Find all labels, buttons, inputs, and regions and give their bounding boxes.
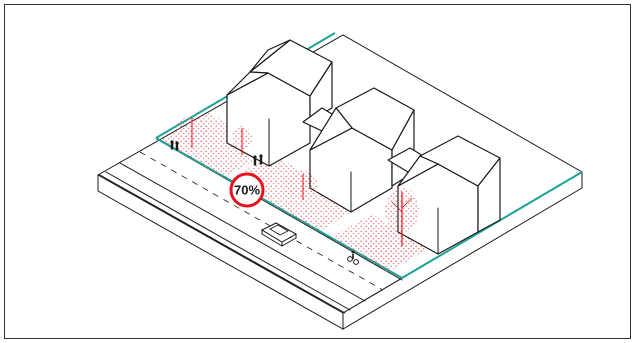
house-icon — [397, 135, 501, 255]
car-icon — [260, 222, 298, 247]
cyclist-icon — [347, 250, 359, 265]
percentage-badge: 70% — [229, 172, 265, 208]
badge-label: 70% — [234, 183, 260, 198]
pedestrian-icon — [170, 140, 179, 151]
tree-icon — [288, 171, 318, 200]
tree-icon — [385, 188, 419, 246]
house-icon — [226, 39, 343, 167]
tree-icon — [232, 126, 252, 155]
tree-icon — [176, 116, 208, 148]
pedestrian-icon — [253, 154, 263, 166]
